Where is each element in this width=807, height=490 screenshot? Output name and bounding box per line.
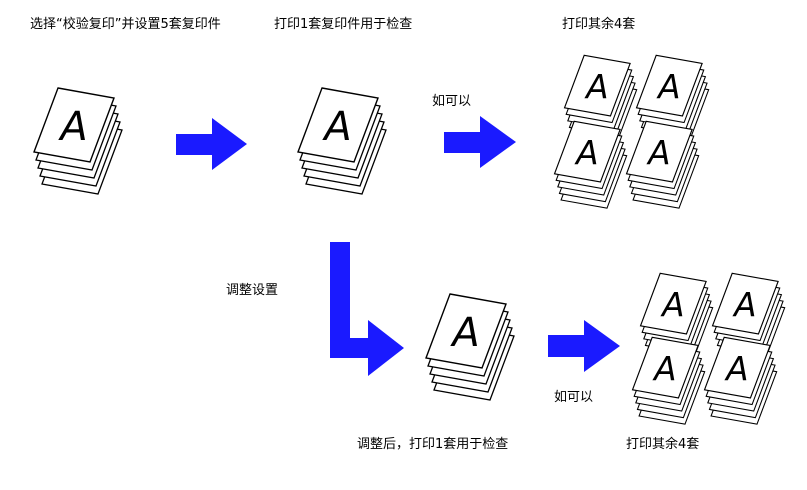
copy-stack-icon <box>625 120 700 209</box>
copies-group-top <box>553 54 710 209</box>
copy-stack-icon <box>553 120 628 209</box>
step2-label: 打印1套复印件用于检查 <box>274 17 413 32</box>
ok1-label: 如可以 <box>432 94 472 109</box>
bent-arrow-icon <box>330 242 404 376</box>
adjust-label: 调整设置 <box>226 283 279 298</box>
copy-stack-icon <box>425 293 515 401</box>
step5-label: 打印其余4套 <box>626 437 700 452</box>
step3-label: 打印其余4套 <box>562 17 636 32</box>
copy-stack-icon <box>703 336 778 425</box>
copies-group-bottom <box>631 272 786 425</box>
copy-stack-icon <box>631 336 706 425</box>
right-arrow-icon <box>548 320 620 372</box>
right-arrow-icon <box>444 116 516 168</box>
copy-stack-icon <box>297 87 387 195</box>
copy-stack-icon <box>33 87 123 195</box>
ok2-label: 如可以 <box>554 390 594 405</box>
right-arrow-icon <box>176 118 247 170</box>
step1-label: 选择“校验复印”并设置5套复印件 <box>30 17 221 32</box>
step4-label: 调整后，打印1套用于检查 <box>357 437 509 452</box>
